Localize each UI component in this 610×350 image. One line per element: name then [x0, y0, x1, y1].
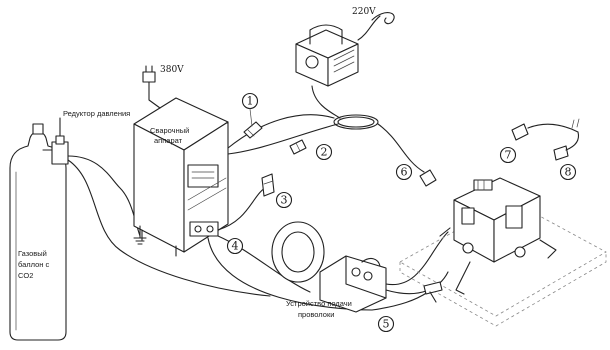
- callout-6: 6: [395, 163, 413, 181]
- cylinder-label-line2: баллон с: [18, 260, 50, 269]
- coiled-cable: [333, 114, 379, 130]
- ground-symbol: [133, 225, 147, 245]
- callout-5: 5: [377, 315, 395, 333]
- welder-power-plug: [142, 65, 161, 109]
- callout-8: 8: [559, 163, 577, 181]
- callout-3-number: 3: [281, 194, 288, 207]
- welding-carriage: [399, 177, 607, 327]
- cylinder-label-line3: CO2: [18, 271, 33, 280]
- control-box: [295, 12, 395, 119]
- callout-3: 3: [275, 191, 293, 209]
- connector-3: [261, 173, 275, 197]
- welder-voltage-label: 380V: [160, 65, 184, 75]
- wire-feeder: [271, 221, 449, 313]
- control-voltage-label: 220V: [352, 7, 376, 17]
- connector-1: [243, 121, 263, 139]
- callout-2-number: 2: [321, 146, 328, 159]
- callout-5-number: 5: [383, 318, 390, 331]
- welder-label-line2: аппарат: [154, 136, 183, 145]
- connector-2: [289, 139, 307, 155]
- feeder-label-line1: Устройство подачи: [286, 299, 352, 308]
- callout-1: 1: [241, 92, 259, 127]
- cylinder-label-line1: Газовый: [18, 249, 47, 258]
- gas-cylinder: [9, 123, 67, 341]
- callout-7: 7: [499, 146, 517, 164]
- spare-cables: [511, 118, 580, 161]
- callout-4: 4: [226, 237, 244, 255]
- callout-7-number: 7: [505, 149, 512, 162]
- welder-label-line1: Сварочный: [150, 126, 189, 135]
- callout-2: 2: [315, 143, 333, 161]
- torch: [371, 281, 443, 311]
- connector-6: [419, 169, 437, 187]
- welding-machine: [133, 97, 229, 257]
- pressure-regulator: [42, 117, 69, 165]
- callout-8-number: 8: [565, 166, 572, 179]
- callout-1-number: 1: [247, 95, 254, 108]
- callout-6-number: 6: [401, 166, 408, 179]
- callout-4-number: 4: [232, 240, 239, 253]
- feeder-label-line2: проволоки: [298, 310, 334, 319]
- regulator-label: Редуктор давления: [63, 109, 130, 118]
